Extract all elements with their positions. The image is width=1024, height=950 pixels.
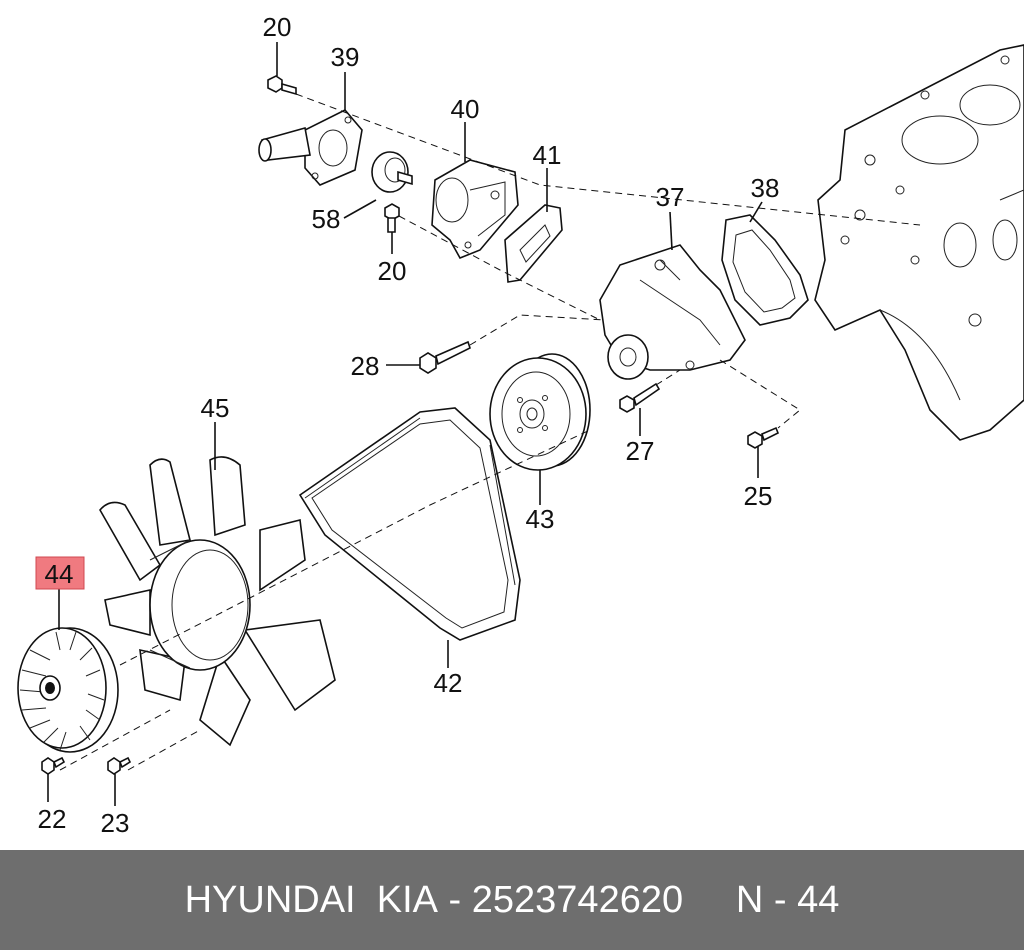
water-pump-37 <box>599 244 746 380</box>
spacer <box>683 879 736 922</box>
pulley-43 <box>489 353 591 471</box>
callout-20-lower: 20 <box>378 256 407 286</box>
water-outlet-fitting-39 <box>258 109 363 186</box>
callout-37: 37 <box>656 182 685 212</box>
callout-40: 40 <box>451 94 480 124</box>
bolt-25 <box>747 426 780 449</box>
callout-27: 27 <box>626 436 655 466</box>
separator: - <box>437 878 472 921</box>
v-belt-42 <box>298 407 521 641</box>
callout-20-top: 20 <box>263 12 292 42</box>
callout-28: 28 <box>351 351 380 381</box>
callout-58: 58 <box>312 204 341 234</box>
callout-25: 25 <box>744 481 773 511</box>
callout-38: 38 <box>751 173 780 203</box>
callout-45: 45 <box>201 393 230 423</box>
assembly-lines <box>59 93 921 771</box>
reference-number: 44 <box>797 878 840 921</box>
bolt-28 <box>419 340 471 374</box>
gasket-41 <box>504 204 563 283</box>
callout-43: 43 <box>526 504 555 534</box>
callout-44: 44 <box>45 559 74 589</box>
part-number: 2523742620 <box>471 878 684 921</box>
thermostat-58 <box>371 151 413 193</box>
brand-label: HYUNDAI KIA <box>184 878 438 921</box>
bolt-20-top <box>267 75 297 96</box>
callout-labels: 20 39 40 41 58 20 37 38 28 45 27 25 43 4… <box>38 12 780 838</box>
bolt-23 <box>107 756 132 775</box>
exploded-view-diagram: 20 39 40 41 58 20 37 38 28 45 27 25 43 4… <box>17 12 1024 838</box>
thermostat-housing-40 <box>431 159 519 260</box>
callout-22: 22 <box>38 804 67 834</box>
bolt-20-lower <box>384 203 400 233</box>
water-pump-gasket-38 <box>721 214 809 326</box>
callout-23: 23 <box>101 808 130 838</box>
highlight-box-44 <box>35 556 85 590</box>
leader-lines <box>47 42 763 806</box>
part-info-footer: HYUNDAI KIA - 2523742620 N - 44 <box>0 850 1024 950</box>
callout-41: 41 <box>533 140 562 170</box>
callout-39: 39 <box>331 42 360 72</box>
fan-clutch-44 <box>17 627 119 753</box>
bolt-22 <box>41 756 66 775</box>
engine-block <box>814 44 1024 441</box>
reference-prefix: N - <box>735 878 798 921</box>
callout-42: 42 <box>434 668 463 698</box>
bolt-27 <box>619 382 661 413</box>
cooling-fan-45 <box>99 456 336 747</box>
